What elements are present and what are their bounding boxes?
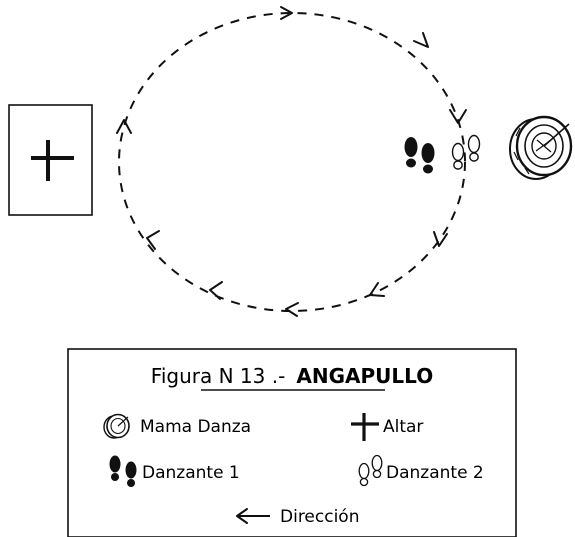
legend-label-danzante-2: Danzante 2: [386, 463, 484, 483]
legend-label-altar: Altar: [383, 417, 423, 437]
path-arrow-top: [280, 6, 293, 20]
path-arrow-bottom-left: [209, 281, 223, 300]
path-arrow-top-right: [413, 32, 429, 48]
mama-danza-drum-icon: [509, 115, 573, 180]
path-arrow-bottom-right: [369, 282, 385, 297]
legend-cross-icon: [351, 413, 379, 441]
danzante-2-footprints: [451, 134, 481, 170]
legend-label-mama-danza: Mama Danza: [140, 417, 251, 437]
path-arrow-left-upper: [116, 119, 132, 134]
legend-label-direccion: Dirección: [280, 507, 359, 527]
direction-arrows: [116, 6, 467, 317]
path-arrow-bottom: [285, 302, 299, 317]
legend-label-danzante-1: Danzante 1: [142, 463, 240, 483]
legend-drum-icon: [103, 413, 130, 439]
legend-arrow-left-icon: [236, 508, 270, 524]
circular-path: [118, 12, 466, 312]
legend-box: Figura N 13 .- ANGAPULLO Mama Danza Alta…: [67, 348, 517, 537]
path-arrow-right-lower: [433, 231, 448, 247]
path-arrow-left-lower: [146, 230, 160, 250]
legend-footprints-solid-icon: [109, 455, 137, 487]
path-arrow-right: [449, 109, 467, 124]
danzante-1-footprints: [404, 137, 435, 174]
cross-icon: [31, 140, 74, 181]
legend-footprints-outline-icon: [358, 454, 383, 487]
legend-title: Figura N 13 .- ANGAPULLO: [151, 364, 433, 388]
altar-box: [8, 104, 93, 216]
